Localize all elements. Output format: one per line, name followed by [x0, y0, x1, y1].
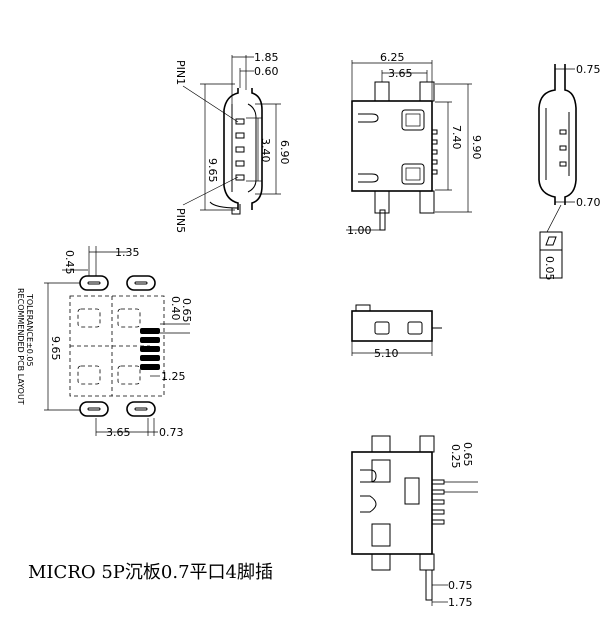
front-view-shell [223, 88, 263, 210]
dim-9-90: 9.90 [470, 135, 483, 160]
dim-0-70: 0.70 [576, 196, 601, 209]
dim-1-35: 1.35 [115, 246, 140, 259]
dim-9-65: 9.65 [206, 158, 219, 183]
dim-0-65: 0.65 [180, 298, 193, 323]
pcb-note-line2: TOLERANCE±0.05 [25, 293, 34, 367]
pin1-label: PIN1 [174, 60, 187, 85]
dim-0-60: 0.60 [254, 65, 279, 78]
front-view-contacts [235, 118, 245, 181]
front-view: 1.85 0.60 9.65 6.90 3.40 PIN1 PIN5 [174, 51, 291, 233]
dim-1-85: 1.85 [254, 51, 279, 64]
drawing-title: MICRO 5P沉板0.7平口4脚插 [28, 562, 273, 583]
flatness-frame [539, 231, 563, 279]
pcb-layout: 1.35 0.45 0.65 0.40 1.25 9.65 3.65 0.73 … [16, 246, 193, 439]
dim-0-73: 0.73 [159, 426, 184, 439]
dim-6-90: 6.90 [278, 140, 291, 165]
dim-9-65-pcb: 9.65 [49, 336, 62, 361]
flatness-value: 0.05 [543, 256, 556, 281]
dim-1-25: 1.25 [161, 370, 186, 383]
front-view-foot [209, 201, 241, 215]
middle-side-body [351, 310, 433, 342]
dim-0-40: 0.40 [169, 296, 182, 321]
side-view: 0.75 0.70 0.05 [538, 63, 601, 281]
dim-3-40: 3.40 [259, 138, 272, 163]
top-view-contacts [431, 129, 438, 175]
front-view-inner [231, 103, 257, 193]
dim-0-75-bottom: 0.75 [448, 579, 473, 592]
middle-side-view: 5.10 [351, 304, 442, 360]
dim-0-65-bottom: 0.65 [461, 442, 474, 467]
flatness-icon [545, 236, 557, 246]
pin5-label: PIN5 [174, 208, 187, 233]
top-view-body [351, 100, 433, 192]
dim-1-00: 1.00 [347, 224, 372, 237]
pcb-mount-slots [79, 275, 156, 417]
dim-5-10: 5.10 [374, 347, 399, 360]
dim-0-25: 0.25 [449, 444, 462, 469]
dim-0-75: 0.75 [576, 63, 601, 76]
bottom-view-body [351, 451, 433, 555]
dim-1-75: 1.75 [448, 596, 473, 609]
dim-3-65-pcb: 3.65 [106, 426, 131, 439]
top-view: 6.25 3.65 7.40 9.90 1.00 [346, 51, 483, 237]
dim-3-65-top: 3.65 [388, 67, 413, 80]
pcb-note-line1: RECOMMENDED PCB LAYOUT [16, 288, 25, 405]
pcb-signal-pads [140, 328, 160, 370]
dim-7-40: 7.40 [450, 125, 463, 150]
dim-6-25: 6.25 [380, 51, 405, 64]
dim-0-45: 0.45 [63, 250, 76, 275]
bottom-view-contacts [431, 479, 445, 525]
bottom-view: 0.65 0.25 0.75 1.75 [351, 435, 478, 609]
